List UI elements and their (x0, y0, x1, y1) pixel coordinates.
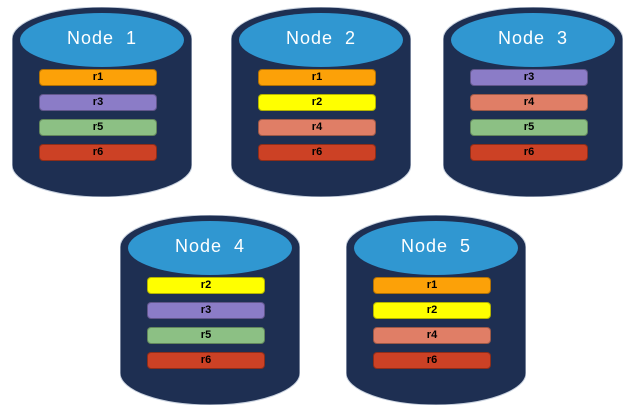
replica-bar-list: r3 r4 r5 r6 (470, 69, 588, 169)
replica-bar: r3 (39, 94, 157, 111)
replica-bar: r5 (470, 119, 588, 136)
cylinder-top-ellipse (20, 13, 184, 67)
cylinder-top-ellipse (451, 13, 615, 67)
node-cylinder-2: Node 2 r1 r2 r4 r6 (231, 7, 411, 197)
replica-bar-list: r1 r2 r4 r6 (258, 69, 376, 169)
node-title: Node 5 (400, 236, 472, 256)
cylinder-top-ellipse (354, 221, 518, 275)
replica-bar: r4 (258, 119, 376, 136)
cylinder-top-ellipse (239, 13, 403, 67)
node-title: Node 1 (66, 28, 138, 48)
replica-bar: r4 (470, 94, 588, 111)
replica-bar: r6 (470, 144, 588, 161)
replica-bar: r2 (373, 302, 491, 319)
node-title: Node 3 (497, 28, 569, 48)
replica-bar: r3 (470, 69, 588, 86)
replica-bar: r6 (258, 144, 376, 161)
node-cylinder-1: Node 1 r1 r3 r5 r6 (12, 7, 192, 197)
node-cylinder-3: Node 3 r3 r4 r5 r6 (443, 7, 623, 197)
replica-bar: r4 (373, 327, 491, 344)
replica-bar: r5 (39, 119, 157, 136)
node-cylinder-5: Node 5 r1 r2 r4 r6 (346, 215, 526, 405)
replica-bar: r2 (147, 277, 265, 294)
replica-bar: r2 (258, 94, 376, 111)
replica-bar: r3 (147, 302, 265, 319)
replica-bar: r1 (373, 277, 491, 294)
replica-bar: r6 (39, 144, 157, 161)
replica-bar-list: r1 r3 r5 r6 (39, 69, 157, 169)
replica-bar: r1 (39, 69, 157, 86)
node-title: Node 4 (174, 236, 246, 256)
replica-bar: r6 (373, 352, 491, 369)
cylinder-top-ellipse (128, 221, 292, 275)
replica-bar-list: r1 r2 r4 r6 (373, 277, 491, 377)
replica-bar-list: r2 r3 r5 r6 (147, 277, 265, 377)
node-title: Node 2 (285, 28, 357, 48)
replica-bar: r5 (147, 327, 265, 344)
replica-bar: r1 (258, 69, 376, 86)
node-cylinder-4: Node 4 r2 r3 r5 r6 (120, 215, 300, 405)
replica-bar: r6 (147, 352, 265, 369)
